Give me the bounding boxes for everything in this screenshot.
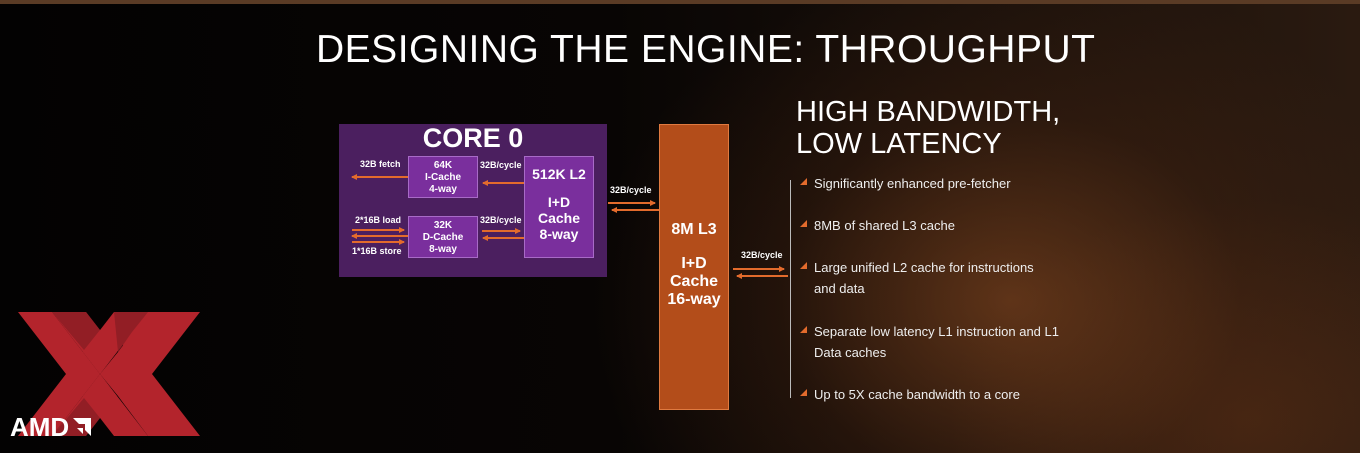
dcache-l2-label: 32B/cycle (480, 215, 522, 225)
bullet-triangle-icon (800, 220, 807, 227)
core-title: CORE 0 (422, 123, 524, 153)
fetch-label: 32B fetch (360, 159, 401, 169)
bullet-bracket (790, 180, 797, 398)
l3-name: 8M L3 (671, 221, 717, 238)
core-0-block: CORE 0 64K I-Cache 4-way 32K D-Cache 8-w… (339, 123, 607, 277)
slide-title: DESIGNING THE ENGINE: THROUGHPUT (316, 28, 1096, 71)
l3-line-1: I+D (681, 255, 707, 272)
l2-name: 512K L2 (532, 166, 586, 182)
bullet-item: 8MB of shared L3 cache (800, 215, 955, 236)
l2-line-2: Cache (537, 210, 581, 226)
l3-cache-box: 8M L3 I+D Cache 16-way (659, 124, 729, 410)
dcache-size: 32K (433, 220, 453, 231)
dcache-assoc: 8-way (429, 244, 457, 255)
icache-box: 64K I-Cache 4-way (408, 156, 478, 198)
l2-cache-box: 512K L2 I+D Cache 8-way (524, 156, 594, 258)
amd-arrow-icon (73, 418, 92, 436)
bullet-item: Separate low latency L1 instruction and … (800, 321, 1059, 363)
l3-line-3: 16-way (667, 291, 721, 308)
l2-l3-label: 32B/cycle (610, 185, 652, 195)
l3-line-2: Cache (669, 273, 719, 290)
bullet-triangle-icon (800, 178, 807, 185)
store-label: 1*16B store (352, 246, 402, 256)
l3-out-label: 32B/cycle (741, 250, 783, 260)
icache-assoc: 4-way (429, 184, 457, 195)
bullet-item: Up to 5X cache bandwidth to a core (800, 384, 1020, 405)
bullet-item: Significantly enhanced pre-fetcher (800, 173, 1011, 194)
bullet-triangle-icon (800, 262, 807, 269)
right-title-line-1: HIGH BANDWIDTH, (796, 96, 1061, 128)
bullet-triangle-icon (800, 389, 807, 396)
bullet-item: Large unified L2 cache for instructions … (800, 257, 1034, 299)
bullet-triangle-icon (800, 326, 807, 333)
amd-logo: AMD (10, 412, 93, 443)
icache-l2-label: 32B/cycle (480, 160, 522, 170)
l2-line-1: I+D (547, 194, 571, 210)
dcache-box: 32K D-Cache 8-way (408, 216, 478, 258)
l2-line-3: 8-way (539, 226, 579, 242)
load-label: 2*16B load (355, 215, 402, 225)
right-title: HIGH BANDWIDTH, LOW LATENCY (796, 96, 1060, 160)
top-bar (0, 0, 1360, 4)
amd-logo-text: AMD (10, 412, 70, 442)
xx-logo (18, 312, 200, 436)
dcache-name: D-Cache (422, 232, 464, 243)
right-title-line-2: LOW LATENCY (796, 128, 1002, 160)
icache-size: 64K (433, 160, 453, 171)
icache-name: I-Cache (424, 172, 462, 183)
